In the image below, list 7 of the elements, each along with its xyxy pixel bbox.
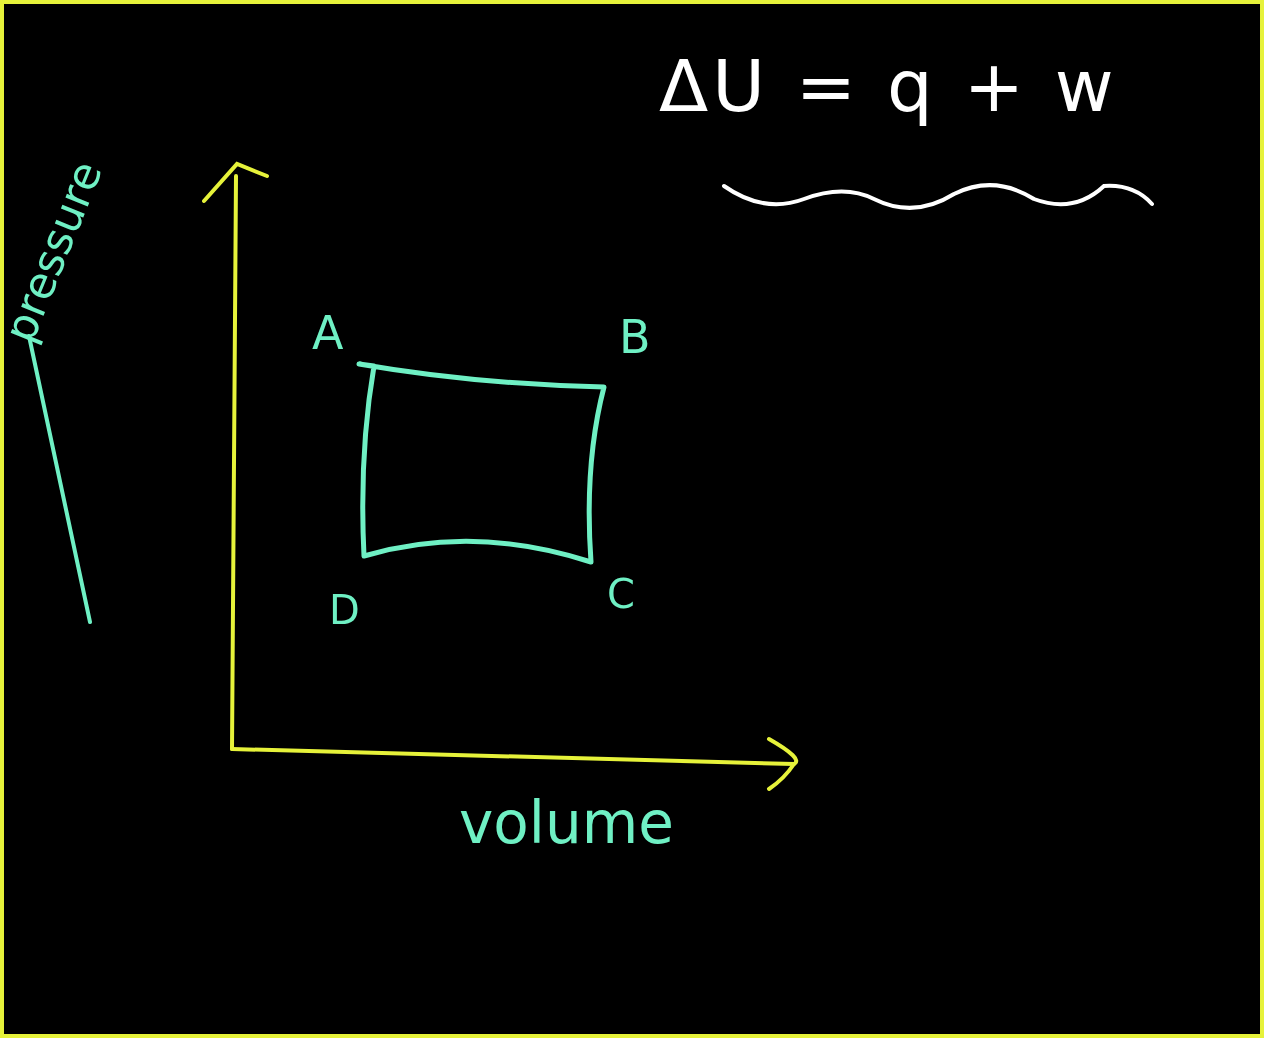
point-label: A bbox=[312, 310, 344, 356]
point-label: volume bbox=[459, 794, 674, 852]
equation: ΔU = q + w bbox=[659, 44, 1118, 128]
point-label: C bbox=[607, 574, 635, 614]
point-label: D bbox=[329, 590, 360, 630]
point-label: B bbox=[619, 314, 651, 360]
pv-cycle-loop bbox=[356, 361, 607, 565]
